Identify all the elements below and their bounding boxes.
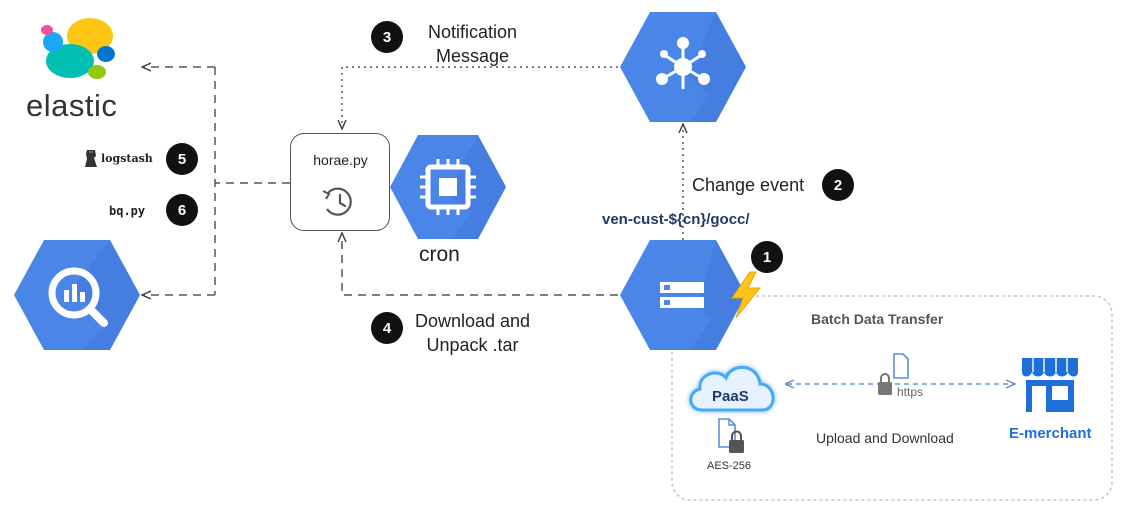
cloud-icon (689, 366, 775, 412)
horae-label: horae.py (313, 152, 368, 168)
aes-label: AES-256 (707, 460, 752, 472)
https-file-icon (878, 353, 909, 395)
step-3-badge: 3 (371, 21, 403, 53)
storefront-icon (1022, 358, 1078, 412)
step-4-label: Download and Unpack .tar (407, 309, 538, 357)
step-5-badge: 5 (166, 143, 198, 175)
elastic-logo-icon (41, 18, 115, 79)
cloud-storage-icon (620, 240, 746, 350)
lightning-bolt-icon (731, 271, 762, 319)
timer-icon (322, 187, 352, 216)
encrypted-file-icon (718, 418, 744, 453)
pubsub-icon (620, 12, 746, 122)
step-3-label-line2: Message (435, 46, 510, 66)
elastic-wordmark: elastic (26, 88, 118, 123)
download-arrow (342, 234, 618, 296)
step-4-label-line2: Unpack .tar (426, 335, 519, 355)
step-3-label-line1: Notification (427, 22, 518, 42)
step-1-badge: 1 (751, 241, 783, 273)
upload-download-label: Upload and Download (816, 430, 954, 446)
bucket-path-label: ven-cust-${cn}/gocc/ (602, 211, 750, 228)
step-2-badge: 2 (822, 169, 854, 201)
https-label: https (895, 385, 926, 399)
paas-label: PaaS (712, 388, 749, 405)
step-3-label: Notification Message (414, 20, 531, 68)
compute-engine-icon (390, 135, 506, 239)
step-6-badge: 6 (166, 194, 198, 226)
bigquery-icon (14, 240, 140, 350)
bq-script-label: bq.py (109, 204, 146, 218)
notification-arrow (342, 66, 618, 128)
change-event-label: Change event (692, 175, 805, 195)
logstash-label: logstash (101, 152, 153, 165)
step-4-label-line1: Download and (414, 311, 531, 331)
step-4-badge: 4 (371, 312, 403, 344)
merchant-label: E-merchant (1009, 425, 1092, 442)
logstash-icon (85, 150, 97, 167)
batch-transfer-title: Batch Data Transfer (811, 311, 944, 327)
batch-transfer-frame (671, 295, 1113, 501)
cron-label: cron (419, 243, 460, 266)
